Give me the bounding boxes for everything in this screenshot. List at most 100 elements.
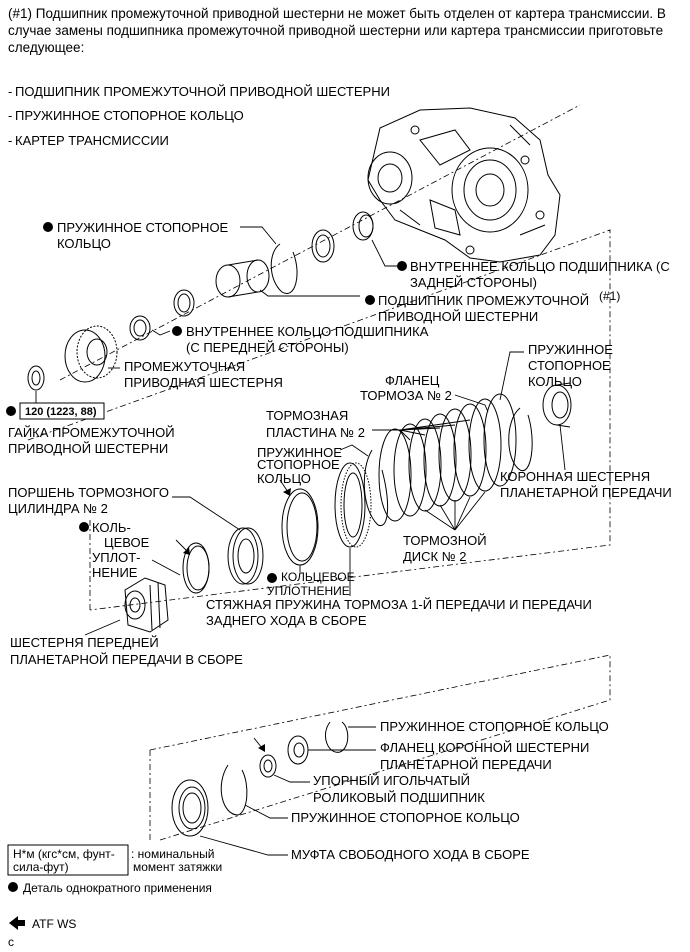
label-snap-ring-lower2: ПРУЖИННОЕ СТОПОРНОЕ КОЛЬЦО [244,804,520,825]
label-line: УПЛОТНЕНИЕ [267,584,350,598]
atf-arrow-icon [175,539,190,555]
label-ref: (#1) [599,289,620,303]
label-line: ПЛАСТИНА № 2 [266,425,365,440]
prep-item-bullet: - [8,84,12,99]
label-line: ЗАДНЕЙ СТОРОНЫ) [410,275,537,290]
snap-ring-mid-part [363,449,389,526]
atf-arrow-icon [9,916,25,930]
label-line: ВНУТРЕННЕЕ КОЛЬЦО ПОДШИПНИКА [186,324,429,339]
atf-arrow-icon [253,737,265,752]
prep-list: - ПОДШИПНИК ПРОМЕЖУТОЧНОЙ ПРИВОДНОЙ ШЕСТ… [8,84,390,148]
non-reusable-bullet-icon [6,406,16,416]
label-line: ПРУЖИННОЕ СТОПОРНОЕ КОЛЬЦО [380,719,609,734]
non-reusable-bullet-icon [8,882,18,892]
prep-item-3: КАРТЕР ТРАНСМИССИИ [15,133,169,148]
label-brake-plate: ТОРМОЗНАЯ ПЛАСТИНА № 2 [266,408,471,441]
label-line: ПРУЖИННОЕ СТОПОРНОЕ [57,220,229,235]
non-reusable-bullet-icon [43,222,53,232]
snap-ring-right-part [508,407,533,472]
one-way-clutch-part [171,779,209,837]
note-line-2: случае замены подшипника промежуточной п… [8,23,663,38]
note-line-3: следующее: [8,40,84,55]
label-line: ПРИВОДНАЯ ШЕСТЕРНЯ [124,375,283,390]
label-o-ring-left: КОЛЬ- ЦЕВОЕ УПЛОТ- НЕНИЕ [79,520,181,580]
label-snap-ring-right: ПРУЖИННОЕ СТОПОРНОЕ КОЛЬЦО [499,342,613,401]
prep-item-bullet: - [8,108,12,123]
label-line: ШЕСТЕРНЯ ПЕРЕДНЕЙ [10,635,159,650]
label-counter-nut: 120 (1223, 88) ГАЙКА ПРОМЕЖУТОЧНОЙ ПРИВО… [6,391,175,456]
label-line: ЦИЛИНДРА № 2 [8,501,108,516]
label-line: ДИСК № 2 [403,549,467,564]
counter-gear-part [64,325,118,383]
unit-box [7,844,129,876]
legend-atf: ATF WS [32,917,76,931]
label-line: ПОДШИПНИК ПРОМЕЖУТОЧНОЙ [378,293,589,308]
label-line: УПОРНЫЙ ИГОЛЬЧАТЫЙ [313,773,470,788]
label-line: РОЛИКОВЫЙ ПОДШИПНИК [313,790,485,805]
label-line: ПРИВОДНОЙ ШЕСТЕРНИ [8,441,168,456]
label-line: СТЯЖНАЯ ПРУЖИНА ТОРМОЗА 1-Й ПЕРЕДАЧИ И П… [206,597,592,612]
torque-value: 120 (1223, 88) [25,406,97,418]
label-brake-flange: ФЛАНЕЦ ТОРМОЗА № 2 [360,373,489,413]
label-snap-ring-top: ПРУЖИННОЕ СТОПОРНОЕ КОЛЬЦО [43,220,277,251]
label-counter-gear: ПРОМЕЖУТОЧНАЯ ПРИВОДНАЯ ШЕСТЕРНЯ [108,359,283,390]
label-line: ПЛАНЕТАРНОЙ ПЕРЕДАЧИ [380,757,552,772]
prep-item-2: ПРУЖИННОЕ СТОПОРНОЕ КОЛЬЦО [15,108,244,123]
label-line: ЗАДНЕГО ХОДА В СБОРЕ [206,613,367,628]
counter-bearing-part [311,229,335,263]
prep-item-bullet: - [8,133,12,148]
non-reusable-bullet-icon [365,295,375,305]
counter-nut-part [27,365,45,391]
label-line: УПЛОТ- [92,550,141,565]
label-counter-bearing: ПОДШИПНИК ПРОМЕЖУТОЧНОЙ (#1) ПРИВОДНОЙ Ш… [259,289,620,324]
ring-gear-flange-part [287,735,309,765]
snap-ring-lower1-part [325,721,349,753]
label-snap-ring-mid: ПРУЖИННОЕ СТОПОРНОЕ КОЛЬЦО [257,444,369,486]
label-line: ПРОМЕЖУТОЧНАЯ [124,359,245,374]
label-return-spring: СТЯЖНАЯ ПРУЖИНА ТОРМОЗА 1-Й ПЕРЕДАЧИ И П… [206,548,592,628]
return-spring-part [334,462,372,548]
ring-gear-part [542,382,572,428]
label-line: ПРИВОДНОЙ ШЕСТЕРНИ [378,309,538,324]
label-line: ТОРМОЗА № 2 [360,388,452,403]
label-line: НЕНИЕ [92,565,138,580]
counter-bearing-ring-part [129,315,151,341]
label-line: ПОРШЕНЬ ТОРМОЗНОГО [8,485,169,500]
label-snap-ring-lower1: ПРУЖИННОЕ СТОПОРНОЕ КОЛЬЦО [348,719,609,734]
label-line: СТОПОРНОЕ [528,358,611,373]
prep-item-1: ПОДШИПНИК ПРОМЕЖУТОЧНОЙ ПРИВОДНОЙ ШЕСТЕР… [15,84,390,99]
label-line: ТОРМОЗНОЙ [403,533,487,548]
snap-ring-top-part [270,243,298,294]
label-line: КОЛЬ- [92,520,131,535]
non-reusable-bullet-icon [397,261,407,271]
label-line: МУФТА СВОБОДНОГО ХОДА В СБОРЕ [291,847,530,862]
o-ring-left-part [182,542,210,594]
o-ring-right-part [281,488,319,566]
label-line: ФЛАНЕЦ КОРОННОЙ ШЕСТЕРНИ [380,740,589,755]
label-line: ПРУЖИННОЕ [528,342,613,357]
non-reusable-bullet-icon [172,326,182,336]
label-line: КОЛЬЦО [257,471,311,486]
label-line: ПЛАНЕТАРНОЙ ПЕРЕДАЧИ В СБОРЕ [10,652,243,667]
bearing-cup-part [215,259,270,298]
non-reusable-bullet-icon [79,522,89,532]
brake-plates-stack [378,393,517,522]
label-line: КОЛЬЦЕВОЕ [281,570,355,584]
label-ring-gear: КОРОННАЯ ШЕСТЕРНЯ ПЛАНЕТАРНОЙ ПЕРЕДАЧИ [500,424,672,500]
front-planetary-part [124,577,169,633]
label-brake-disc: ТОРМОЗНОЙ ДИСК № 2 [403,491,487,564]
legend: Н*м (кгс*см, фунт- сила-фут) : номинальн… [7,844,222,949]
label-line: ФЛАНЕЦ [385,373,440,388]
label-line: КОРОННАЯ ШЕСТЕРНЯ [500,469,650,484]
label-brake-piston: ПОРШЕНЬ ТОРМОЗНОГО ЦИЛИНДРА № 2 [8,485,241,531]
label-line: ПЛАНЕТАРНОЙ ПЕРЕДАЧИ [500,485,672,500]
atf-arrow-icon [279,479,291,496]
snap-ring-lower2-part [220,764,248,816]
label-one-way-clutch: МУФТА СВОБОДНОГО ХОДА В СБОРЕ [199,835,530,862]
brake-piston-part [227,527,264,585]
label-line: КОЛЬЦО [528,374,582,389]
transmission-case-illustration [367,107,561,263]
label-line: (С ПЕРЕДНЕЙ СТОРОНЫ) [186,340,349,355]
label-line: ГАЙКА ПРОМЕЖУТОЧНОЙ [8,425,175,440]
